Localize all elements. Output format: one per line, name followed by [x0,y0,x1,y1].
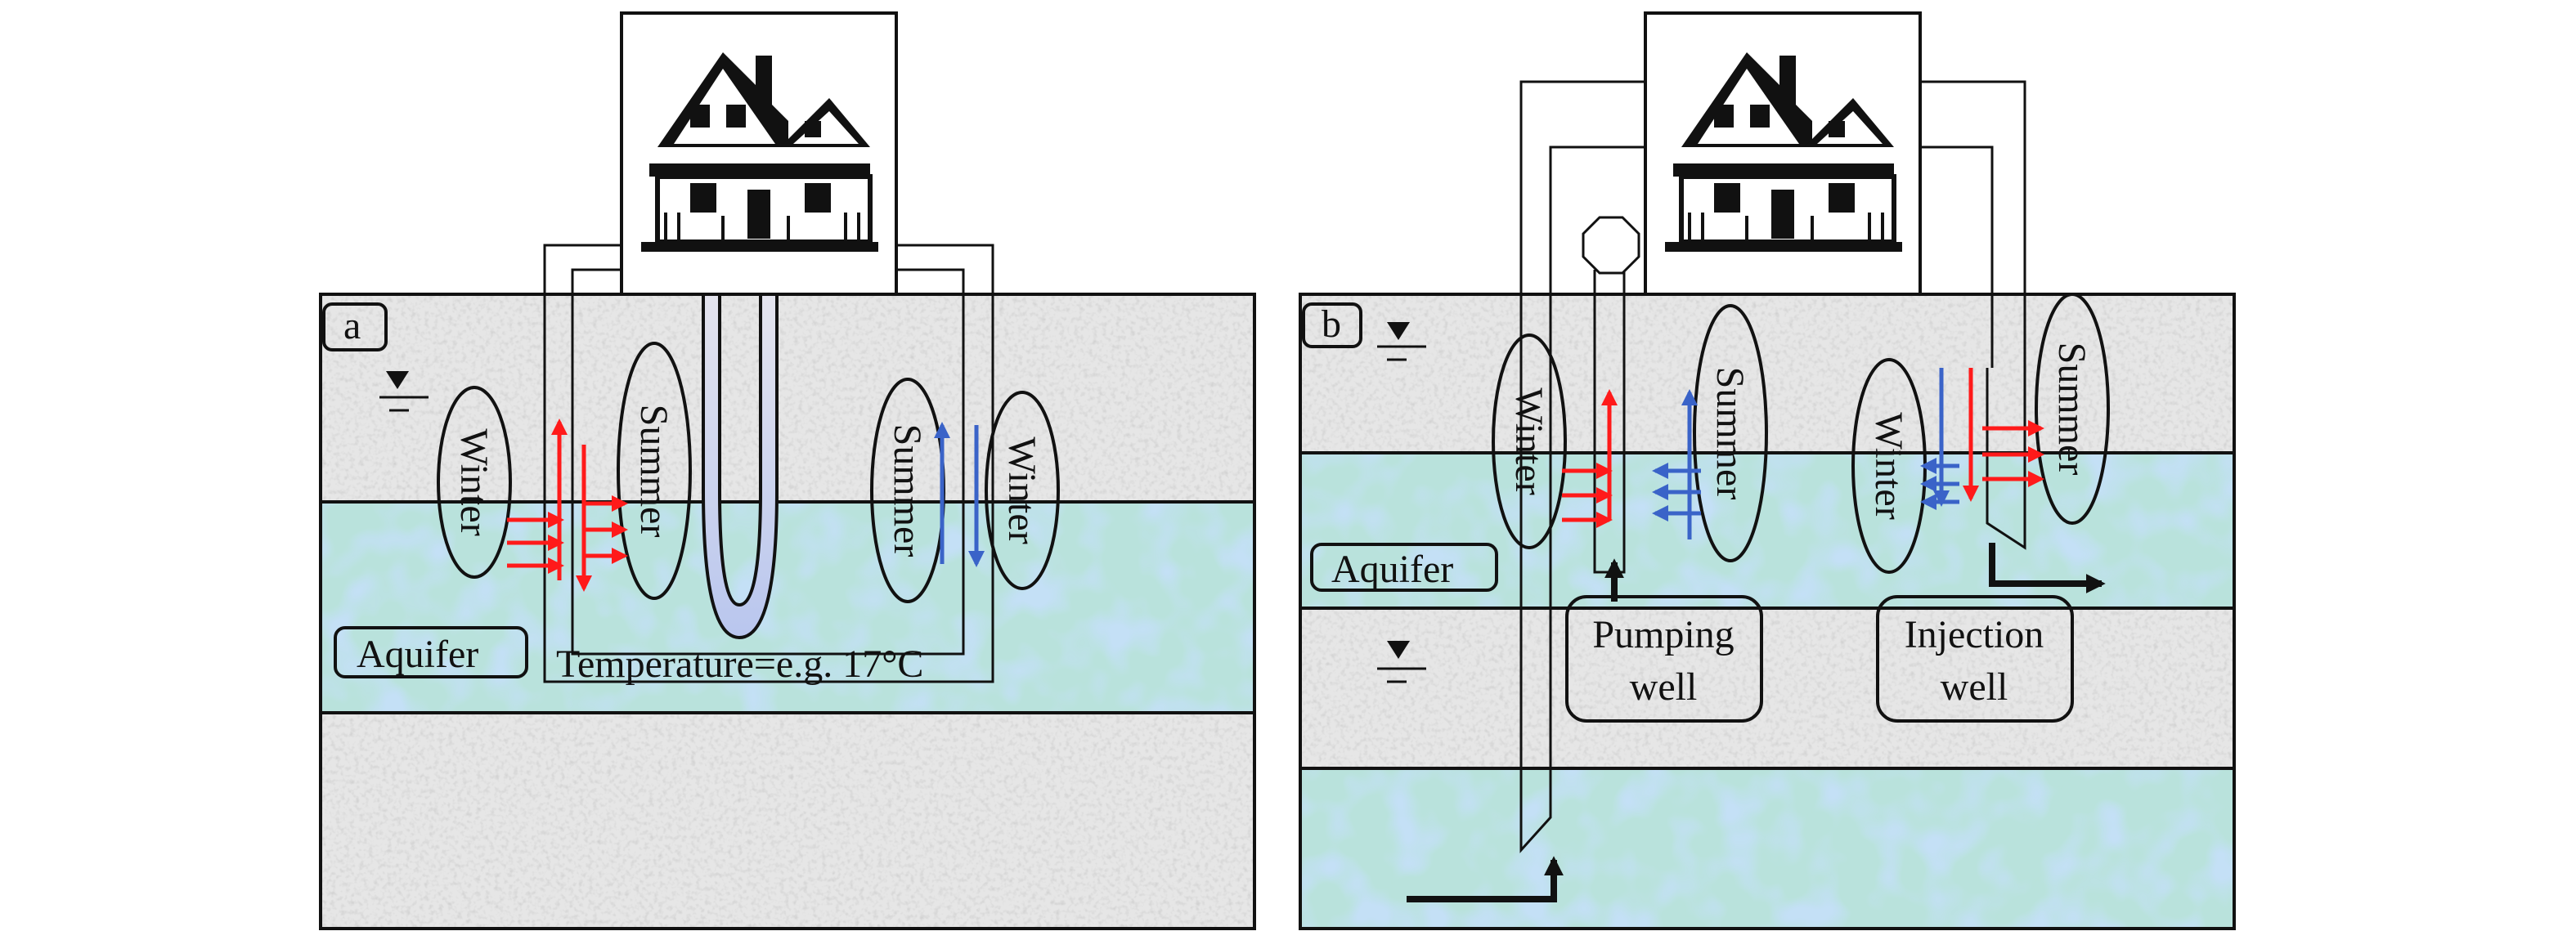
season-ellipse [437,386,512,579]
water-table-icon [1377,322,1426,361]
season-label-summer: Summer [1708,367,1752,500]
temperature-label: Temperature=e.g. 17°C [556,642,923,686]
season-label-winter: Winter [1507,387,1551,495]
pumping-well-label-line2: well [1630,665,1698,709]
pumping-well-label-line1: Pumping [1592,613,1734,656]
panel-label-box [1302,302,1362,348]
season-label-summer: Summer [886,424,929,557]
season-label-winter: Winter [452,428,496,535]
season-label-winter: Winter [1867,412,1910,519]
aquifer-label: Aquifer [1331,548,1453,591]
lower-aquifer-layer [1300,768,2234,929]
panel-a: a Winter Summer Summer Winter [319,11,1256,930]
season-ellipse [2035,293,2110,525]
warm-flow-arrows [1562,368,2044,528]
aquifer-label-box [1310,543,1498,592]
pumping-well-label-box [1565,595,1763,723]
building-box [1644,11,1922,296]
season-ellipse [985,391,1060,590]
season-label-summer: Summer [632,405,675,538]
season-ellipse [617,342,692,600]
building-box [620,11,898,296]
season-ellipse [1693,304,1768,562]
injection-well-label-line1: Injection [1905,613,2044,656]
warm-flow-arrows [507,419,628,592]
injection-well-label-box [1876,595,2074,723]
panel-label: a [343,304,361,347]
panel-label: b [1322,302,1341,346]
cold-flow-arrows [934,422,985,567]
panel-label-box [322,302,388,351]
heat-pump-icon [1582,216,1640,275]
aquifer-label: Aquifer [357,633,478,676]
season-label-summer: Summer [2050,342,2094,476]
season-label-winter: Winter [1000,436,1043,544]
season-ellipse [1492,333,1567,549]
water-table-icon [1377,641,1426,683]
panel-b: b Winter Summer Winter Summer [1299,11,2236,930]
cold-flow-arrows [1652,368,1959,539]
injection-well-label-line2: well [1941,665,2008,709]
u-tube-heat-exchanger [702,293,779,640]
water-table-icon [379,371,429,412]
closed-loop-pipes [543,244,994,683]
aquifer-label-box [334,626,528,678]
